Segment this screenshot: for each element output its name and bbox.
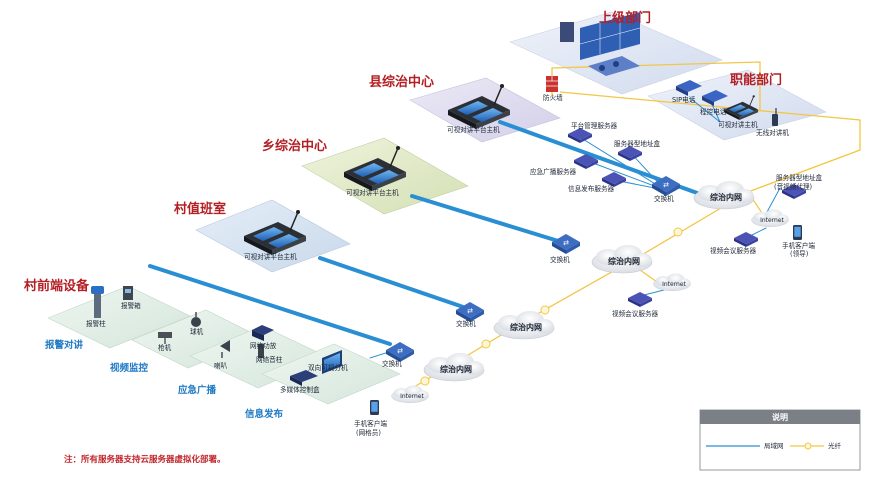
media-box-icon xyxy=(290,370,318,386)
device-labels: 防火墙 SIP电话 程控电话 可视对讲主机 无线对讲机 可视对讲平台主机 可视对… xyxy=(86,93,823,437)
mobile-grid-icon xyxy=(370,400,379,415)
label-firewall: 防火墙 xyxy=(543,93,563,102)
sip-phone-icon xyxy=(676,80,702,96)
label-switch-front: 交换机 xyxy=(382,359,402,368)
label-town-host: 可视对讲平台主机 xyxy=(346,188,399,197)
tier-title-town: 乡综治中心 xyxy=(262,138,327,154)
dome-cam-icon xyxy=(191,312,201,327)
label-horn: 喇叭 xyxy=(214,361,228,370)
net-speaker-icon xyxy=(258,344,264,358)
amp-icon xyxy=(252,325,274,341)
alarm-pillar-icon xyxy=(91,286,104,318)
label-net-speaker: 网络音柱 xyxy=(256,355,283,364)
label-internet-1: Internet xyxy=(760,217,784,224)
legend-lan-label: 局域网 xyxy=(764,441,784,450)
tier-titles: 上级部门 职能部门 县综治中心 乡综治中心 村值班室 村前端设备 xyxy=(24,10,782,294)
platform-server-icon xyxy=(568,128,592,143)
tier-title-top: 上级部门 xyxy=(599,10,651,26)
gun-cam-icon xyxy=(158,332,172,344)
label-vc-addr-box: 服务器型地址盒 xyxy=(776,173,823,182)
firewall-icon xyxy=(546,76,558,92)
addr-box-icon xyxy=(618,146,642,161)
cloud-labels: 综治内网 综治内网 综治内网 综治内网 xyxy=(440,192,742,374)
category-alarm: 报警对讲 xyxy=(45,339,84,351)
label-alarm-pillar: 报警柱 xyxy=(86,319,106,328)
label-dome-cam: 球机 xyxy=(190,327,204,336)
label-mobile-grid-sub: (网格员) xyxy=(356,428,381,437)
wireless-radio-icon xyxy=(772,108,778,126)
label-village-host: 可视对讲平台主机 xyxy=(244,252,297,261)
label-internet-2: Internet xyxy=(662,281,686,288)
category-broadcast: 应急广播 xyxy=(178,384,217,396)
pbx-phone-icon xyxy=(702,90,728,106)
label-pbx-phone: 程控电话 xyxy=(700,107,727,116)
label-info-server: 信息发布服务器 xyxy=(568,184,615,193)
tier-title-front: 村前端设备 xyxy=(24,278,90,294)
label-mobile-grid: 手机客户端 xyxy=(354,419,387,428)
label-county-host: 可视对讲平台主机 xyxy=(447,125,500,134)
label-dual-screen: 双向可视分机 xyxy=(308,363,348,372)
label-vc-addr-box-sub: (音视频代理) xyxy=(774,182,812,191)
category-labels: 报警对讲 视频监控 应急广播 信息发布 xyxy=(45,339,284,420)
label-mobile-leader-sub: (领导) xyxy=(790,249,808,258)
footnote: 注：所有服务器支持云服务器虚拟化部署。 xyxy=(64,454,226,465)
label-vc-server-2: 视频会议服务器 xyxy=(612,309,659,318)
label-wireless: 无线对讲机 xyxy=(756,128,789,137)
label-intranet-1: 综治内网 xyxy=(710,192,742,202)
tier-title-func: 职能部门 xyxy=(730,72,782,88)
label-switch-county: 交换机 xyxy=(654,194,674,203)
label-sip-phone: SIP电话 xyxy=(672,95,696,104)
legend: 说明 局域网 光纤 xyxy=(699,409,861,471)
label-vc-server-1: 视频会议服务器 xyxy=(710,246,757,255)
label-vi-host: 可视对讲主机 xyxy=(718,120,758,129)
internet-labels: Internet Internet Internet xyxy=(400,217,784,400)
label-internet-3: Internet xyxy=(400,393,424,400)
label-emerg-server: 应急广播服务器 xyxy=(530,167,577,176)
label-mobile-leader: 手机客户端 xyxy=(782,241,815,250)
mobile-leader-icon xyxy=(793,225,802,240)
label-intranet-4: 综治内网 xyxy=(440,364,472,374)
label-platform-server: 平台管理服务器 xyxy=(571,121,618,130)
front-platforms xyxy=(47,285,401,405)
label-intranet-3: 综治内网 xyxy=(510,322,542,332)
label-switch-town: 交换机 xyxy=(550,255,570,264)
alarm-box-icon xyxy=(123,286,133,300)
label-addr-box: 服务器型地址盒 xyxy=(614,139,661,148)
dual-screen-icon xyxy=(322,350,342,374)
legend-title: 说明 xyxy=(772,412,788,422)
label-media-box: 多媒体控制盒 xyxy=(280,385,320,394)
legend-fiber-node xyxy=(804,442,812,450)
horn-icon xyxy=(220,340,230,358)
legend-fiber-label: 光纤 xyxy=(828,441,842,450)
category-video: 视频监控 xyxy=(110,362,149,374)
tier-title-village: 村值班室 xyxy=(174,201,226,217)
category-publish: 信息发布 xyxy=(245,408,284,420)
label-gun-cam: 枪机 xyxy=(158,343,172,352)
fiber-nodes xyxy=(420,227,683,386)
video-wall-icon xyxy=(560,12,641,76)
label-switch-village: 交换机 xyxy=(456,319,476,328)
tier-title-county: 县综治中心 xyxy=(369,74,434,90)
label-intranet-2: 综治内网 xyxy=(608,256,640,266)
label-alarm-box: 报警箱 xyxy=(121,301,141,310)
label-amp: 网络功放 xyxy=(250,341,277,350)
switch-town-icon xyxy=(552,234,580,254)
